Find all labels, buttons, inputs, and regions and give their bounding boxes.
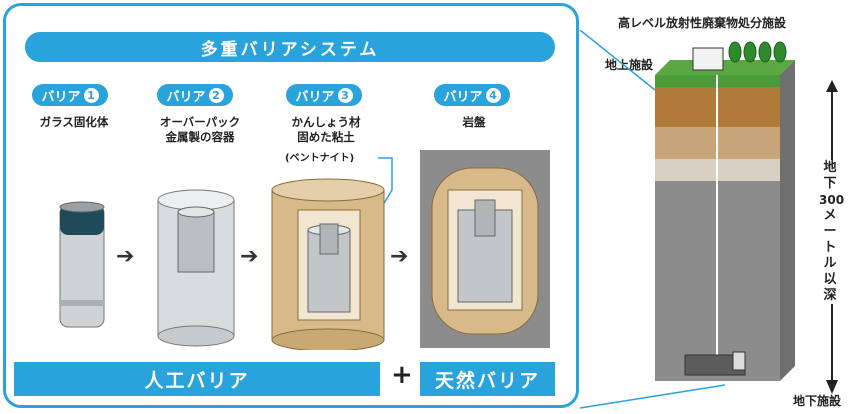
depth-char: 300: [819, 193, 845, 207]
barrier-2-label: バリア: [166, 89, 206, 105]
panel-title: 多重バリアシステム: [25, 32, 555, 62]
zoom-line-top: [579, 30, 656, 91]
barrier-4-number: 4: [485, 87, 501, 103]
barrier-2-badge: バリア 2: [157, 84, 233, 106]
depth-char: メ: [823, 208, 837, 223]
arrow-2: ➔: [240, 244, 259, 269]
arrow-1: ➔: [116, 244, 135, 269]
surface-facility-label: 地上施設: [605, 58, 654, 72]
barrier-3-badge: バリア 3: [286, 84, 362, 106]
barrier-4-label: バリア: [443, 89, 483, 105]
depth-char: ル: [823, 256, 837, 271]
depth-char: 以: [823, 272, 837, 287]
facility-illustration: [579, 30, 795, 409]
barrier-2-desc-line-1: オーバーパック: [159, 115, 241, 129]
barrier-1-number: 1: [83, 87, 99, 103]
barrier-1-label: バリア: [41, 89, 81, 105]
depth-char: 下: [823, 176, 837, 191]
barrier-1-desc: ガラス固化体: [24, 115, 124, 130]
plus-sign: +: [391, 360, 413, 390]
barrier-4-badge: バリア 4: [434, 84, 510, 106]
barrier-4-desc: 岩盤: [424, 115, 524, 130]
depth-char: 地: [823, 160, 837, 175]
barrier-3-number: 3: [337, 87, 353, 103]
zoom-line-bottom: [579, 384, 726, 409]
barrier-illustrations: [59, 150, 550, 350]
barrier-3-desc: かんしょう材 固めた粘土: [276, 115, 376, 145]
depth-char: 深: [823, 288, 837, 303]
barrier-3-desc-line-1: かんしょう材: [291, 115, 361, 129]
facility-title: 高レベル放射性廃棄物処分施設: [618, 16, 787, 30]
barrier-1-desc-line: ガラス固化体: [39, 115, 109, 129]
buffer-clay-illustration: [271, 178, 385, 350]
barrier-3-note: (ベントナイト): [285, 153, 355, 164]
depth-label: 地 下 300 メ ー ト ル 以 深: [819, 160, 845, 304]
barrier-3-label: バリア: [295, 89, 335, 105]
barrier-2-number: 2: [208, 87, 224, 103]
arrow-3: ➔: [390, 244, 409, 269]
barrier-4-desc-line: 岩盤: [462, 115, 486, 129]
barrier-3-desc-line-2: 固めた粘土: [297, 130, 355, 144]
depth-char: ー: [823, 224, 837, 239]
barrier-2-desc-line-2: 金属製の容器: [165, 130, 235, 144]
barrier-1-badge: バリア 1: [32, 84, 108, 106]
glass-canister-illustration: [59, 201, 105, 328]
note-leader-line: [378, 157, 393, 211]
depth-char: ト: [823, 240, 837, 255]
bedrock-illustration: [420, 150, 550, 348]
overpack-illustration: [157, 189, 235, 347]
underground-facility-label: 地下施設: [793, 394, 842, 408]
artificial-barrier-bar: 人工バリア: [14, 362, 380, 396]
barrier-2-desc: オーバーパック 金属製の容器: [150, 115, 250, 145]
natural-barrier-bar: 天然バリア: [420, 362, 555, 396]
